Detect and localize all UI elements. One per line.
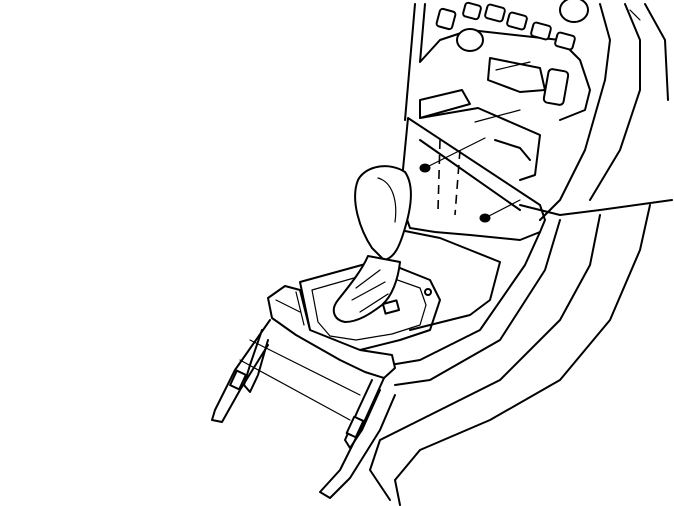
console-bracket: [211, 285, 396, 499]
button-5: [530, 21, 552, 41]
dial-icon: [456, 28, 484, 52]
callout-leader: [519, 199, 673, 216]
knob-icon: [559, 0, 589, 23]
button-2: [462, 1, 482, 21]
display-slot: [487, 57, 546, 93]
shift-opening: [299, 229, 501, 351]
button-4: [506, 11, 528, 31]
control-buttons: [435, 0, 589, 106]
pocket-bracket: [419, 89, 541, 181]
dashboard-panel: [404, 3, 669, 221]
shifter: [332, 165, 412, 323]
clip-icon: [229, 369, 247, 391]
side-button: [542, 68, 570, 106]
clip-icon: [345, 415, 365, 439]
shift-knob: [354, 165, 412, 261]
shift-boot: [332, 255, 401, 323]
button-6: [554, 31, 576, 51]
console-body: [369, 204, 651, 506]
shift-lock-icon: [381, 299, 401, 315]
button-3: [484, 3, 506, 23]
bolt-icon: [424, 288, 432, 296]
button-1: [435, 7, 457, 31]
